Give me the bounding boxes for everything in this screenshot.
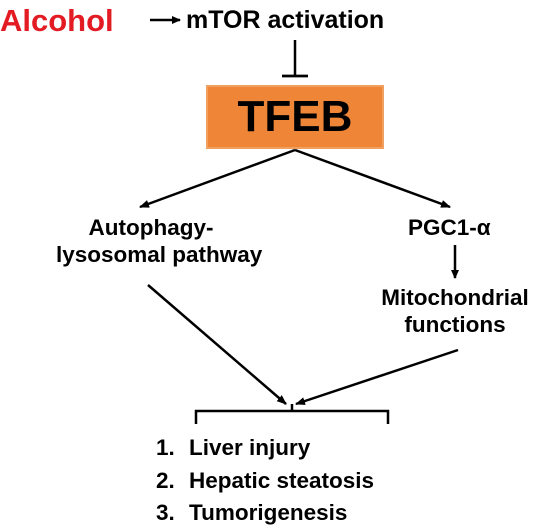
outcome-item: 1. Liver injury <box>156 432 374 465</box>
outcome-item: 3. Tumorigenesis <box>156 497 374 530</box>
pgc1a-node: PGC1-α <box>408 215 491 240</box>
mito-line-2: functions <box>404 312 506 338</box>
arrow-tfeb-to-pgc1a <box>294 148 451 209</box>
tfeb-label: TFEB <box>237 92 353 141</box>
mito-line-1: Mitochondrial <box>381 285 529 310</box>
autophagy-line-2: lysosomal pathway <box>56 242 263 268</box>
outcome-number: 3. <box>156 500 175 526</box>
tfeb-box-shape <box>206 85 384 149</box>
alcohol-label: Alcohol <box>0 3 114 38</box>
autophagy-line-1: Autophagy- <box>88 215 214 240</box>
arrow-autophagy-to-outcomes <box>147 284 287 405</box>
arrow-tfeb-to-autophagy <box>139 148 296 209</box>
outcome-bracket <box>194 409 390 424</box>
mitochondrial-functions-node: Mitochondrial functions <box>362 284 548 339</box>
outcome-label: Tumorigenesis <box>189 500 348 526</box>
outcome-number: 2. <box>156 467 175 493</box>
outcome-number: 1. <box>156 435 175 460</box>
tfeb-node: TFEB <box>207 86 383 148</box>
outcomes-list: 1. Liver injury 2. Hepatic steatosis 3. … <box>156 432 374 530</box>
mtor-activation-label: mTOR activation <box>186 6 385 34</box>
outcome-item: 2. Hepatic steatosis <box>156 465 374 498</box>
outcome-label: Hepatic steatosis <box>189 467 375 493</box>
outcome-label: Liver injury <box>189 435 311 460</box>
arrow-mito-to-outcomes <box>295 348 459 406</box>
autophagy-lysosomal-node: Autophagy- lysosomal pathway <box>56 214 263 269</box>
